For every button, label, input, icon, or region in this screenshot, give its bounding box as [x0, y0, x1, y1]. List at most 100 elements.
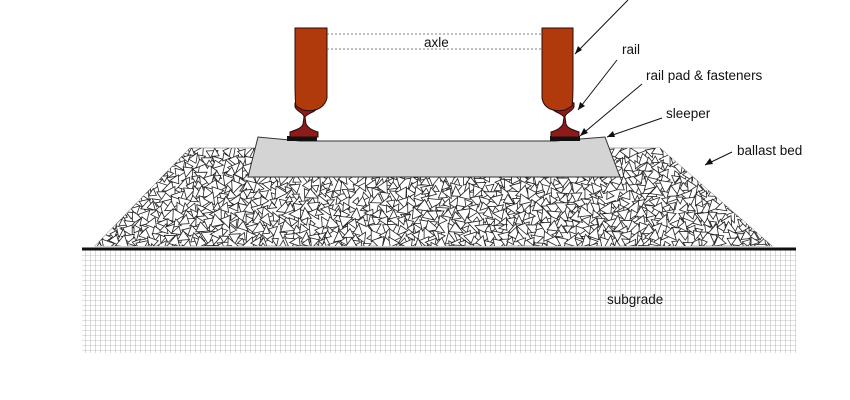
ballast-stone	[661, 162, 669, 172]
ballast-stone	[475, 181, 487, 192]
ballast-stone	[692, 230, 703, 242]
ballast-stone	[587, 226, 600, 241]
ballast-stone	[653, 210, 665, 220]
ballast-stone	[506, 236, 515, 246]
ballast-stone	[472, 185, 484, 199]
ballast-stone	[694, 148, 706, 155]
ballast-stone	[138, 159, 148, 173]
ballast-stone	[100, 180, 111, 192]
ballast-stone	[695, 183, 704, 194]
ballast-stone	[351, 196, 360, 206]
ballast-stone	[112, 170, 122, 179]
ballast-stone	[267, 201, 278, 209]
ballast-stone	[441, 188, 452, 200]
ballast-stone	[419, 176, 431, 187]
ballast-stone	[633, 237, 647, 246]
ballast-stone	[766, 157, 772, 174]
ballast-stone	[430, 241, 439, 246]
ballast-stone	[580, 215, 592, 227]
ballast-stone	[131, 169, 142, 180]
ballast-stone	[543, 175, 552, 186]
ballast-stone	[756, 188, 765, 196]
ballast-stone	[479, 201, 490, 212]
ballast-stone	[406, 223, 416, 234]
ballast-stone	[580, 198, 592, 208]
ballast-stone	[497, 223, 508, 231]
ballast-stone	[724, 172, 739, 187]
ballast-stone	[581, 225, 592, 235]
sleeper-leader	[606, 117, 663, 138]
ballast-stone	[106, 154, 121, 169]
ballast-stone	[761, 214, 772, 227]
ballast-stone	[394, 186, 407, 202]
ballast-stone	[126, 198, 136, 206]
ballast-stone	[616, 208, 630, 222]
ballast-stone	[643, 177, 657, 191]
ballast-stone	[354, 240, 363, 246]
ballast-stone	[274, 185, 289, 201]
ballast-stone	[651, 201, 664, 215]
rail-pad-right	[550, 136, 580, 141]
ballast-stone	[758, 162, 770, 173]
ballast-stone	[187, 151, 199, 164]
ballast-stone	[580, 182, 590, 191]
ballast-stone	[326, 199, 336, 207]
ballast-stone	[546, 219, 560, 232]
sleeper	[247, 136, 621, 178]
ballast-stone	[396, 224, 409, 237]
ballast-stone	[396, 215, 406, 226]
ballast-stone	[756, 225, 770, 235]
ballast-stone	[100, 195, 116, 209]
ballast-stone	[505, 216, 516, 227]
ballast-stone	[210, 148, 220, 157]
ballast-stone	[314, 208, 325, 216]
ballast-stone	[552, 178, 562, 187]
ballast-stone	[222, 148, 233, 158]
ballast-stone	[689, 153, 702, 167]
ballast-stone	[159, 234, 167, 245]
ballast-stone	[707, 211, 718, 220]
ballast-stone	[427, 186, 438, 197]
ballast-stone	[310, 237, 320, 246]
ballast-stone	[746, 179, 760, 195]
ballast-stone	[619, 230, 632, 242]
ballast-stone	[725, 170, 734, 179]
ballast-stone	[678, 148, 689, 157]
ballast-stone	[164, 223, 176, 235]
ballast-stone	[760, 191, 772, 205]
ballast-stone	[377, 215, 389, 226]
ballast-stone	[647, 243, 664, 246]
ballast-stone	[555, 236, 569, 246]
ballast-stone	[735, 189, 745, 198]
ballast-stone	[638, 244, 651, 246]
ballast-stone	[95, 162, 104, 174]
ballast-stone	[325, 215, 341, 229]
ballast-stone	[115, 198, 124, 207]
ballast-stone	[765, 202, 772, 213]
ballast-stone	[183, 187, 196, 200]
ballast-stone	[390, 203, 400, 213]
ballast-stone	[118, 156, 126, 166]
ballast-stone	[118, 148, 131, 158]
ballast-stone	[753, 243, 768, 246]
ballast-stone	[719, 163, 728, 173]
ballast-stone	[130, 205, 141, 216]
ballast-stone	[596, 217, 606, 229]
ballast-stone	[685, 156, 694, 165]
ballast-stone	[699, 231, 709, 240]
ballast-stone	[413, 197, 425, 207]
ballast-stone	[760, 221, 772, 237]
ballast-stone	[95, 187, 105, 201]
ballast-stone	[205, 159, 215, 167]
ballast-stone	[355, 216, 367, 228]
ballast-stone	[487, 205, 497, 214]
ballast-stone	[330, 240, 348, 246]
ballast-stone	[332, 207, 342, 217]
ballast-stone	[549, 194, 559, 206]
ballast-stone	[300, 216, 309, 226]
ballast-stone	[135, 239, 150, 246]
ballast-stone	[739, 171, 748, 181]
ballast-stone	[531, 200, 546, 212]
ballast-stone	[571, 219, 581, 229]
ballast-stone	[272, 211, 282, 224]
